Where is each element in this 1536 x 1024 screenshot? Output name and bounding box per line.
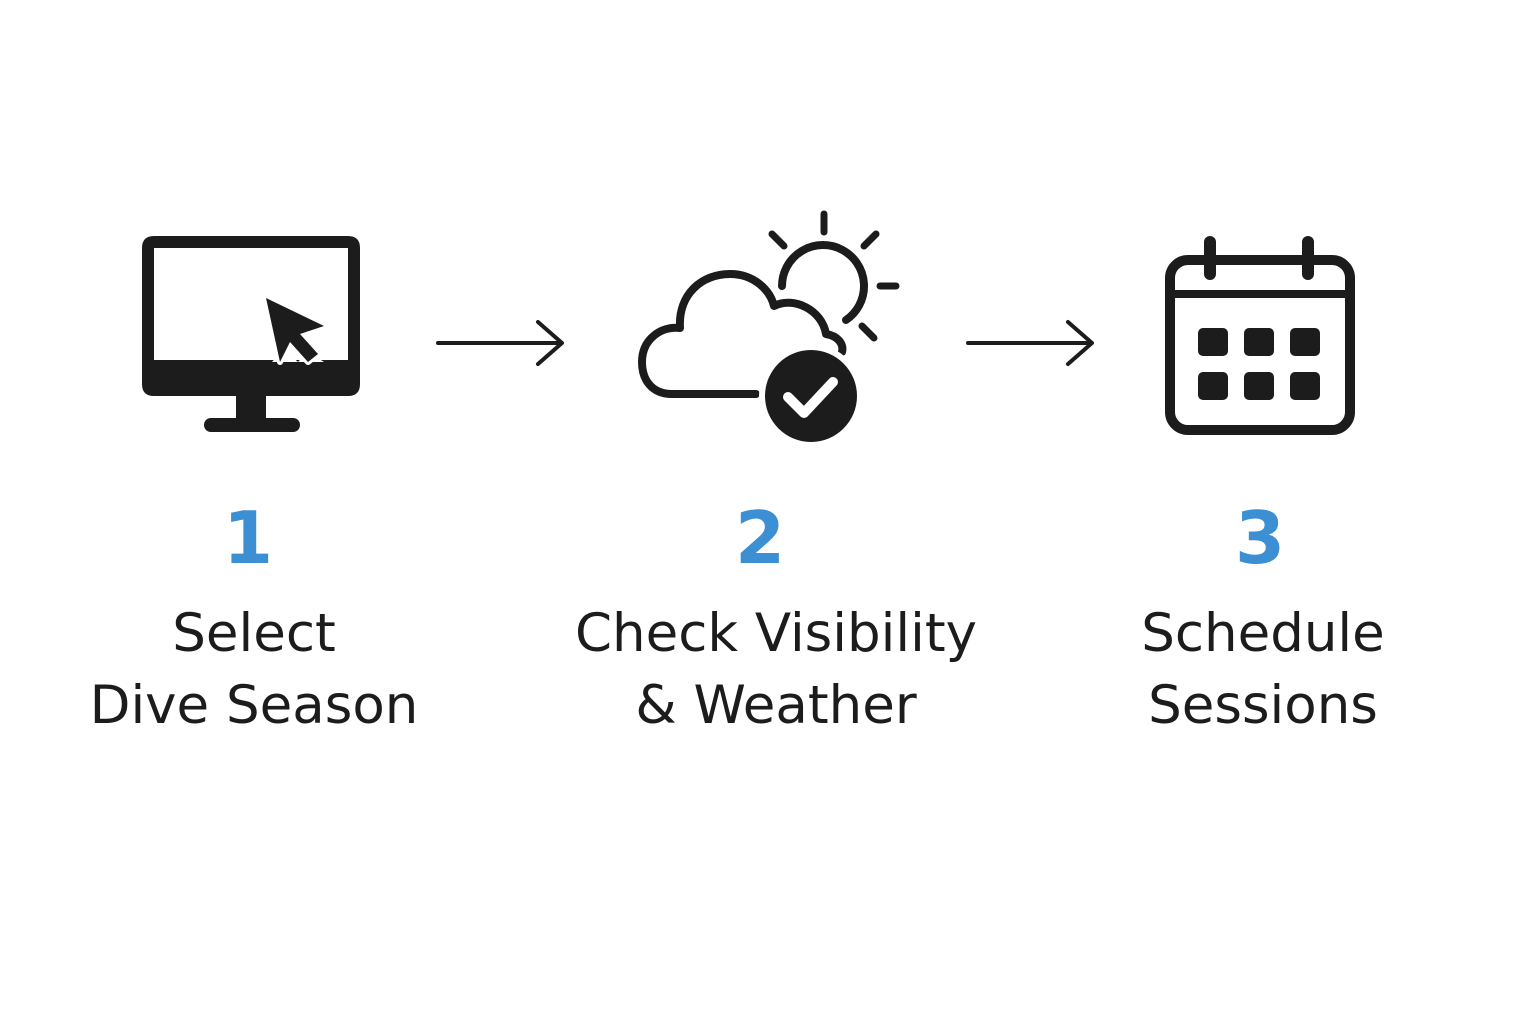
step-label-2-line2: & Weather xyxy=(635,675,917,736)
calendar-icon xyxy=(1165,236,1355,435)
step-number-3: 3 xyxy=(1234,496,1286,580)
arrow-right-icon xyxy=(436,320,564,366)
step-number-2: 2 xyxy=(734,496,786,580)
step-number-1: 1 xyxy=(222,496,274,580)
step-label-1-line2: Dive Season xyxy=(89,675,419,736)
step-label-3-line1: Schedule xyxy=(1141,603,1385,664)
cloud-sun-check-icon xyxy=(638,210,900,448)
step-label-1-line1: Select xyxy=(172,603,336,664)
step-label-3: Schedule Sessions xyxy=(1013,598,1513,742)
step-label-2: Check Visibility & Weather xyxy=(526,598,1026,742)
step-label-3-line2: Sessions xyxy=(1148,675,1378,736)
arrow-right-icon xyxy=(966,320,1094,366)
step-label-1: Select Dive Season xyxy=(4,598,504,742)
computer-monitor-cursor-icon xyxy=(142,236,360,432)
step-label-2-line1: Check Visibility xyxy=(574,603,977,664)
